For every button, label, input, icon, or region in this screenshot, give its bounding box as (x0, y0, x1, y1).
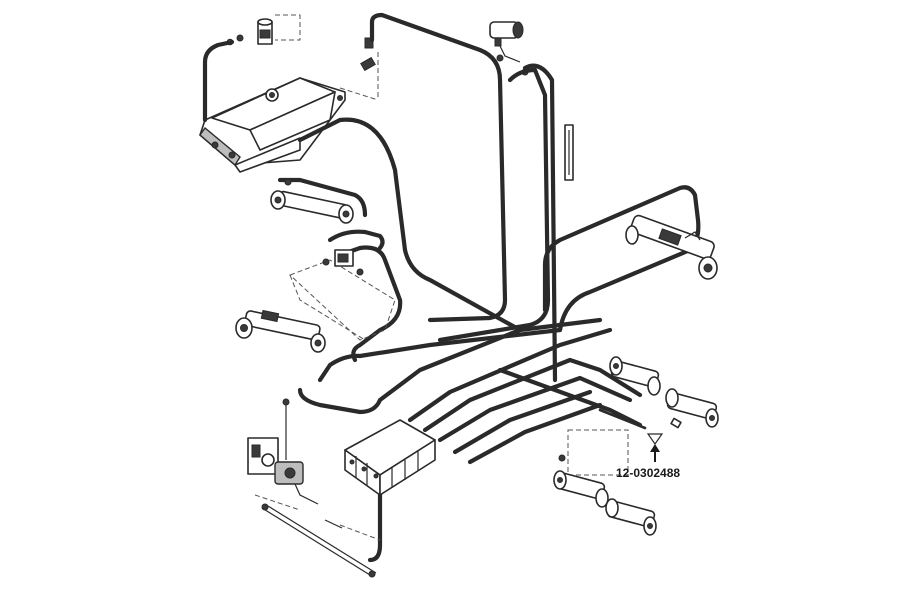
part-callout: 12-0302488 (616, 433, 680, 480)
indicator-bar (564, 124, 574, 181)
lift-cylinder-lower (235, 309, 326, 353)
hydraulic-pump (247, 398, 319, 505)
hydraulic-tank (199, 77, 346, 173)
tilt-cylinder-right-lower (665, 388, 719, 428)
top-fittings (339, 37, 379, 101)
steering-cylinder (625, 214, 718, 280)
hose-lines (202, 12, 701, 563)
tilt-cylinder-bottom-a (553, 470, 609, 508)
top-valve (489, 21, 529, 76)
filter-canister (226, 14, 301, 46)
control-valve-bank (344, 419, 436, 496)
lift-cylinder-upper (270, 178, 354, 224)
dashed-outlines (289, 259, 629, 476)
flow-divider-valve (322, 249, 364, 276)
part-number-label: 12-0302488 (616, 466, 680, 480)
linkage-rods (254, 494, 381, 578)
tilt-cylinder-right-upper (609, 356, 661, 396)
tilt-cylinder-bottom-b (605, 498, 657, 536)
small-fittings-right (558, 417, 682, 462)
